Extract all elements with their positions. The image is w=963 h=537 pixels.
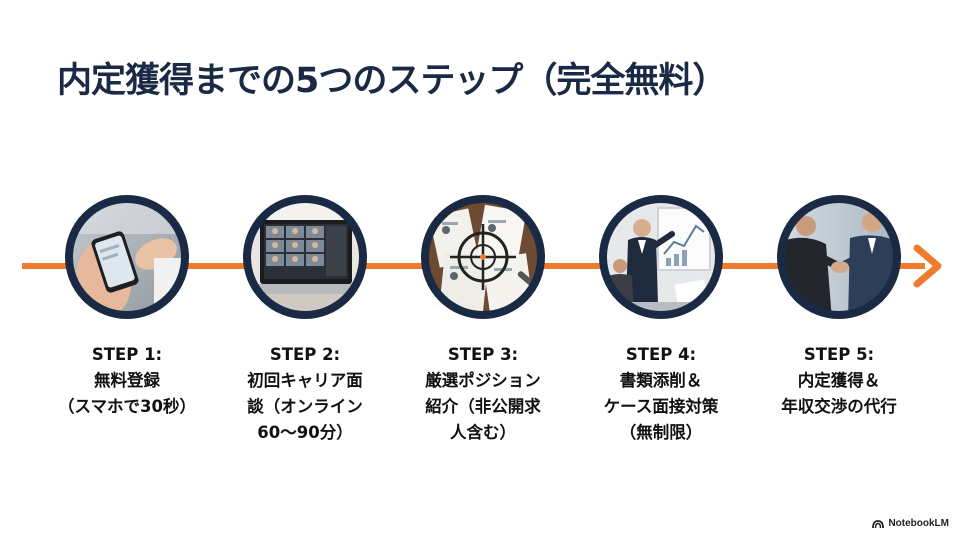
step-3-line-1: 厳選ポジション bbox=[398, 368, 568, 394]
step-4-line-3: （無制限） bbox=[576, 420, 746, 446]
step-4-heading: STEP 4: bbox=[576, 342, 746, 368]
step-1-heading: STEP 1: bbox=[42, 342, 212, 368]
whiteboard-presentation-photo bbox=[598, 194, 724, 320]
step-2-heading: STEP 2: bbox=[220, 342, 390, 368]
brand-name: NotebookLM bbox=[888, 518, 949, 529]
smartphone-hands-photo bbox=[64, 194, 190, 320]
step-2-line-2: 談（オンライン bbox=[220, 394, 390, 420]
step-2-line-1: 初回キャリア面 bbox=[220, 368, 390, 394]
step-2: STEP 2: 初回キャリア面 談（オンライン 60〜90分） bbox=[220, 194, 390, 446]
step-3: STEP 3: 厳選ポジション 紹介（非公開求 人含む） bbox=[398, 194, 568, 446]
step-5-line-2: 年収交渉の代行 bbox=[754, 394, 924, 420]
notebooklm-watermark: NotebookLM bbox=[872, 518, 949, 529]
step-4-line-1: 書類添削＆ bbox=[576, 368, 746, 394]
notebooklm-logo-icon bbox=[872, 519, 884, 529]
crosshair-resumes-photo bbox=[420, 194, 546, 320]
step-5-line-1: 内定獲得＆ bbox=[754, 368, 924, 394]
step-4-line-2: ケース面接対策 bbox=[576, 394, 746, 420]
video-call-laptop-photo bbox=[242, 194, 368, 320]
step-1-line-2: （スマホで30秒） bbox=[42, 394, 212, 420]
step-5: STEP 5: 内定獲得＆ 年収交渉の代行 bbox=[754, 194, 924, 420]
step-5-heading: STEP 5: bbox=[754, 342, 924, 368]
step-3-line-3: 人含む） bbox=[398, 420, 568, 446]
step-2-line-3: 60〜90分） bbox=[220, 420, 390, 446]
handshake-photo bbox=[776, 194, 902, 320]
step-3-heading: STEP 3: bbox=[398, 342, 568, 368]
step-4: STEP 4: 書類添削＆ ケース面接対策 （無制限） bbox=[576, 194, 746, 446]
step-1: STEP 1: 無料登録 （スマホで30秒） bbox=[42, 194, 212, 420]
step-3-line-2: 紹介（非公開求 bbox=[398, 394, 568, 420]
step-1-line-1: 無料登録 bbox=[42, 368, 212, 394]
